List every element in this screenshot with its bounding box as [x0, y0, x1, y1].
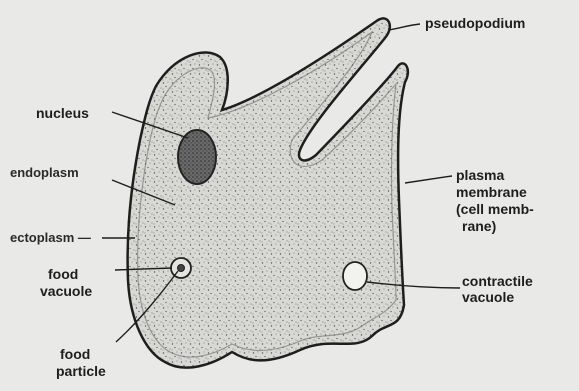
pseudopodium-leader	[389, 24, 420, 30]
plasma-membrane-label-line3: (cell memb-	[456, 201, 534, 217]
contractile-vacuole-label-line2: vacuole	[462, 289, 514, 305]
nucleus-label: nucleus	[36, 105, 89, 121]
ectoplasm-label: ectoplasm —	[10, 230, 91, 245]
contractile-vacuole-label-line1: contractile	[462, 273, 533, 289]
nucleus-shape	[178, 130, 216, 184]
plasma-membrane-label-line2: membrane	[456, 184, 527, 200]
food-particle-label-line2: particle	[56, 363, 106, 379]
food-particle-shape	[178, 265, 185, 272]
endoplasm-label: endoplasm	[10, 165, 79, 180]
food-vacuole-label-line2: vacuole	[40, 283, 92, 299]
pseudopodium-label: pseudopodium	[425, 15, 525, 31]
food-vacuole-label-line1: food	[48, 266, 78, 282]
plasma-membrane-label-line4: rane)	[462, 218, 496, 234]
food-particle-label-line1: food	[60, 346, 90, 362]
plasma-membrane-label-line1: plasma	[456, 167, 504, 183]
cell-body-outline	[128, 18, 408, 367]
plasma-membrane-leader	[405, 176, 452, 183]
contractile-vacuole-shape	[343, 262, 367, 290]
